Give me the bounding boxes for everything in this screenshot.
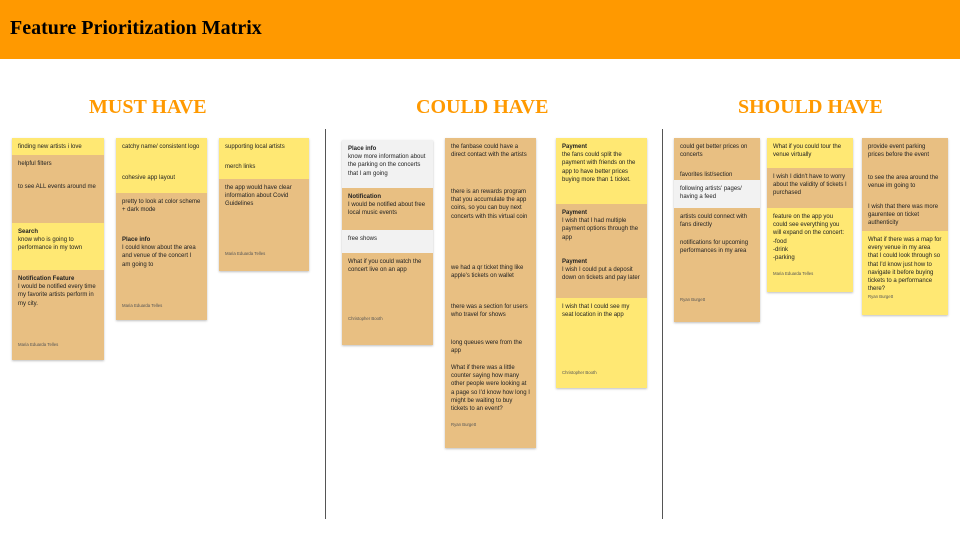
sticky-note[interactable]: feature on the app you could see everyth… — [767, 208, 853, 292]
sticky-note[interactable]: merch links — [219, 158, 309, 179]
column-divider — [662, 129, 663, 519]
sticky-note[interactable]: could get better prices on concerts — [674, 138, 760, 166]
sticky-note[interactable]: What if there was a little counter sayin… — [445, 359, 536, 448]
author-label: Christopher Booth — [348, 316, 383, 322]
sticky-note[interactable]: provide event parking prices before the … — [862, 138, 948, 169]
sticky-stack-should-1: could get better prices on concerts favo… — [674, 138, 760, 322]
sticky-note[interactable]: I wish that there was more gaurentee on … — [862, 198, 948, 231]
sticky-note[interactable]: long queues were from the app — [445, 334, 536, 359]
author-label: Christopher Booth — [562, 369, 597, 375]
author-label: Ryan Burgett — [680, 297, 706, 303]
sticky-note[interactable]: cohesive app layout — [116, 169, 207, 193]
sticky-note[interactable]: notifications for upcoming performances … — [674, 234, 760, 322]
sticky-note[interactable]: helpful filters — [12, 155, 104, 178]
sticky-note[interactable]: free shows — [342, 230, 433, 253]
sticky-stack-must-1: finding new artists i love helpful filte… — [12, 138, 104, 360]
sticky-stack-must-2: catchy name/ consistent logo cohesive ap… — [116, 138, 207, 320]
sticky-note[interactable]: to see the area around the venue im goin… — [862, 169, 948, 198]
author-label: Ryan Burgett — [451, 422, 477, 428]
column-heading-should-have: SHOULD HAVE — [738, 96, 883, 118]
sticky-note[interactable]: I wish I didn't have to worry about the … — [767, 168, 853, 208]
sticky-note[interactable]: following artists' pages/ having a feed — [674, 180, 760, 208]
sticky-note[interactable]: artists could connect with fans directly — [674, 208, 760, 234]
sticky-note[interactable]: What if you could watch the concert live… — [342, 253, 433, 345]
sticky-note[interactable]: I wish that I could see my seat location… — [556, 298, 647, 388]
sticky-stack-should-2: What if you could tour the venue virtual… — [767, 138, 853, 292]
sticky-stack-should-3: provide event parking prices before the … — [862, 138, 948, 315]
page-title: Feature Prioritization Matrix — [10, 17, 262, 39]
sticky-note[interactable]: pretty to look at color scheme + dark mo… — [116, 193, 207, 231]
author-label: Maria Eduarda Telles — [773, 271, 814, 277]
sticky-note[interactable]: to see ALL events around me — [12, 178, 104, 223]
sticky-note[interactable]: the app would have clear information abo… — [219, 179, 309, 271]
sticky-stack-could-2: the fanbase could have a direct contact … — [445, 138, 536, 448]
column-divider — [325, 129, 326, 519]
sticky-note[interactable]: What if you could tour the venue virtual… — [767, 138, 853, 168]
author-label: Maria Eduarda Telles — [122, 302, 163, 308]
column-heading-must-have: MUST HAVE — [89, 96, 207, 118]
sticky-note[interactable]: we had a qr ticket thing like apple's ti… — [445, 259, 536, 298]
sticky-note[interactable]: the fanbase could have a direct contact … — [445, 138, 536, 183]
sticky-note[interactable]: catchy name/ consistent logo — [116, 138, 207, 169]
sticky-note[interactable]: favorites list/section — [674, 166, 760, 180]
sticky-stack-must-3: supporting local artists merch links the… — [219, 138, 309, 271]
sticky-note[interactable]: supporting local artists — [219, 138, 309, 158]
sticky-note[interactable]: there was a section for users who travel… — [445, 298, 536, 334]
sticky-note[interactable]: finding new artists i love — [12, 138, 104, 155]
header-bar — [0, 0, 960, 59]
sticky-note[interactable]: What if there was a map for every venue … — [862, 231, 948, 315]
column-heading-could-have: COULD HAVE — [416, 96, 549, 118]
author-label: Maria Eduarda Telles — [225, 250, 266, 256]
author-label: Maria Eduarda Telles — [18, 341, 59, 347]
sticky-note[interactable]: there is an rewards program that you acc… — [445, 183, 536, 259]
author-label: Ryan Burgett — [868, 294, 894, 300]
